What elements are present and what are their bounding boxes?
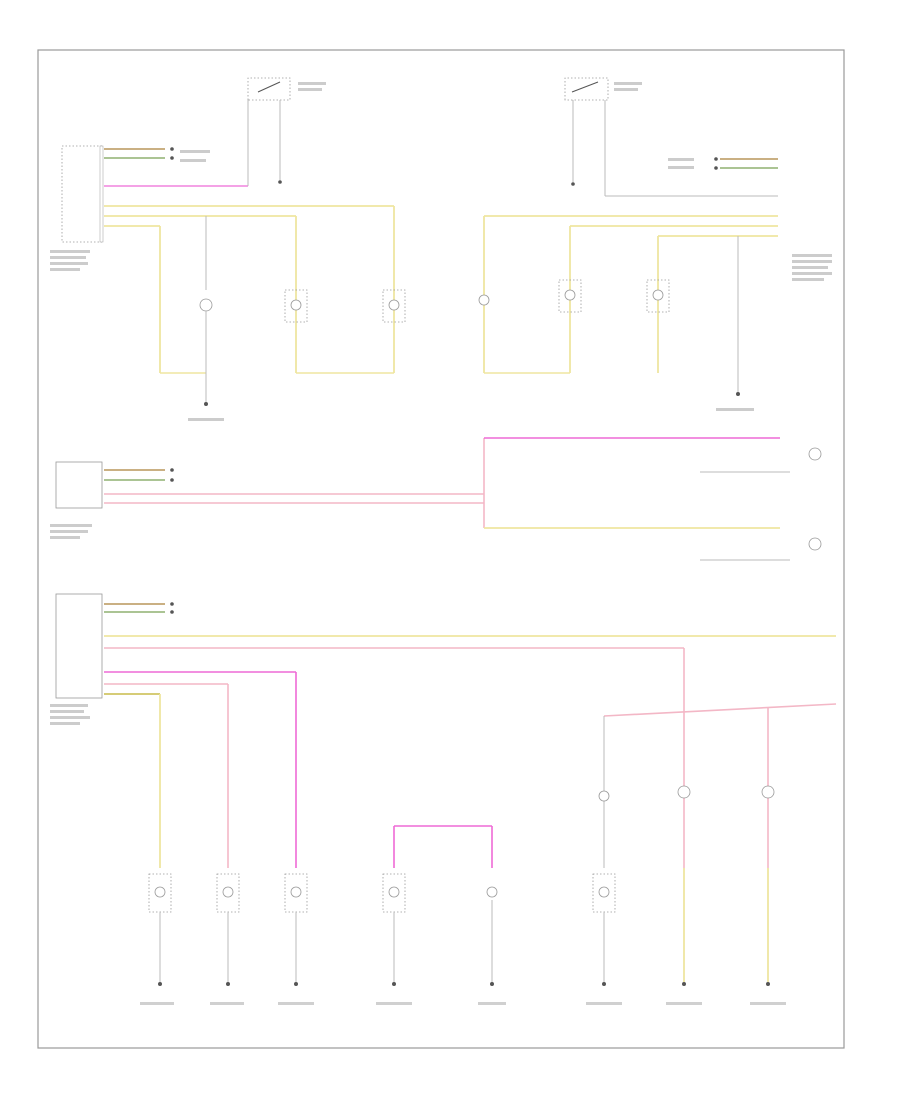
- connector-stubs-top-left: [104, 147, 248, 187]
- lamp-lower-4: [382, 873, 406, 913]
- label-placeholders: [140, 1002, 786, 1005]
- wire-bus-top-left: [104, 205, 395, 374]
- lamp-lower-5: [486, 886, 498, 898]
- lamp-lower-3: [284, 873, 308, 913]
- lamp-lower-7: [677, 785, 691, 799]
- lamp-upper-side-a: [598, 790, 610, 802]
- lower-left-module: [50, 593, 103, 725]
- wire-bus-lower: [104, 602, 837, 868]
- ground-row-lower: [158, 868, 770, 986]
- switch-top-left: [247, 77, 326, 101]
- side-lamp-right-lower: [700, 537, 822, 561]
- side-lamp-right-upper: [700, 447, 822, 473]
- lamp-upper-3: [382, 289, 406, 323]
- wire-bus-middle: [104, 437, 780, 529]
- lamp-lower-8: [761, 785, 775, 799]
- front-left-module: [50, 145, 104, 271]
- lamp-upper-5: [558, 279, 582, 313]
- ground-top-left: [188, 373, 224, 421]
- wire-bus-top-right: [483, 215, 778, 392]
- module-caption: [50, 250, 90, 271]
- lamp-upper-6: [646, 279, 670, 313]
- switch-top-right: [564, 77, 642, 101]
- ground-top-right: [716, 392, 754, 411]
- lamp-upper-2: [284, 289, 308, 323]
- rear-right-module-caption: [792, 254, 832, 281]
- center-module: [50, 461, 103, 539]
- lamp-lower-2: [216, 873, 240, 913]
- lamp-lower-1: [148, 873, 172, 913]
- lamp-upper-1: [199, 298, 213, 373]
- lamp-lower-6: [592, 873, 616, 913]
- diagram-frame: [37, 49, 845, 1049]
- connector-stubs-top-right: [668, 157, 778, 170]
- lamp-upper-4: [478, 294, 490, 306]
